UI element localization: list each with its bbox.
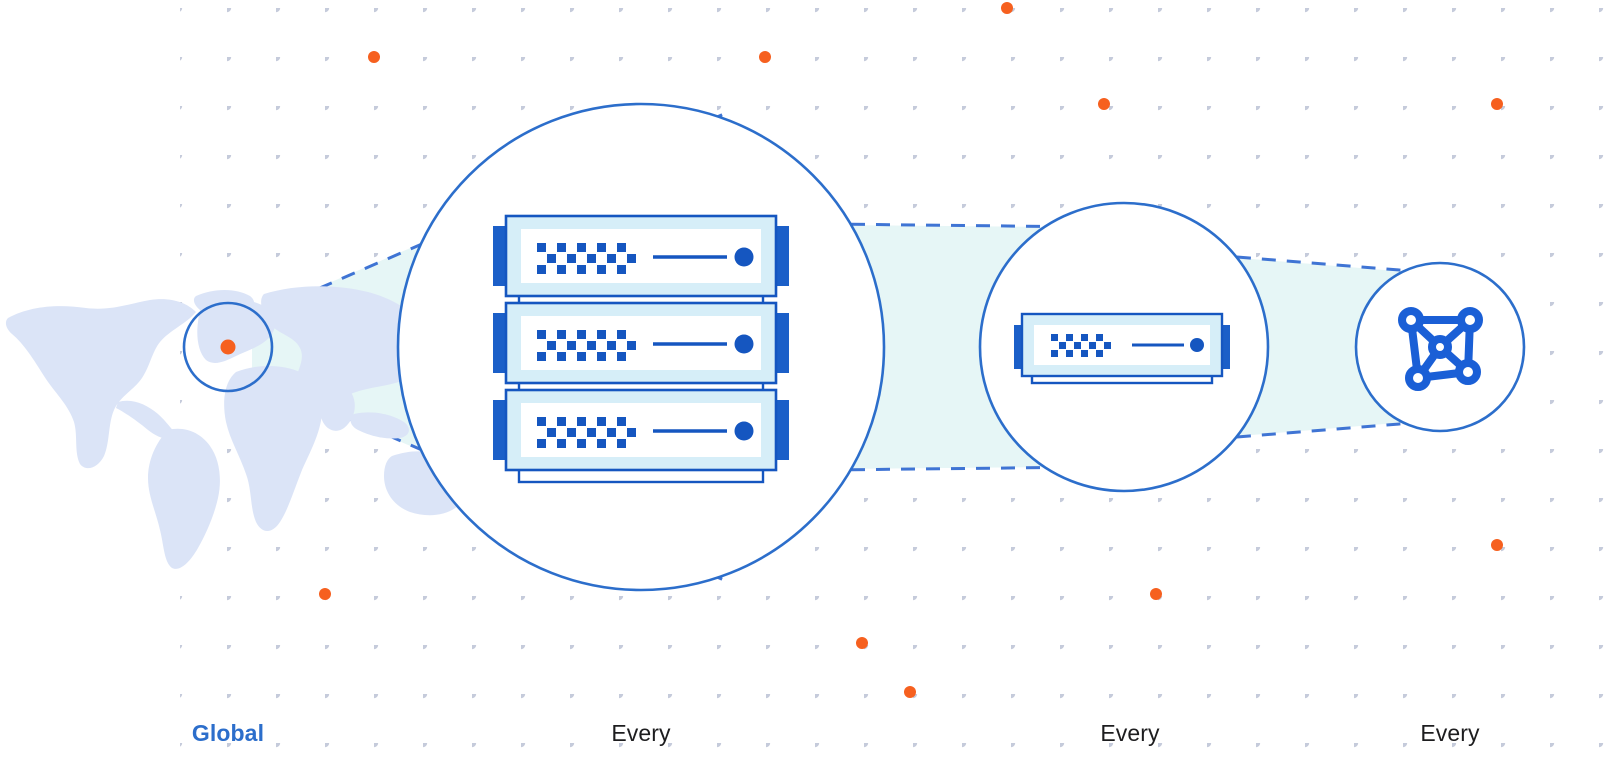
label-line-1: Every (611, 720, 671, 746)
rack-unit (493, 301, 789, 385)
stage-label-service: Every service (1340, 668, 1560, 782)
funnel-edge-bottom-3 (1211, 421, 1413, 441)
funnel-server-to-service (1216, 256, 1408, 438)
global-network-marker-icon (220, 339, 236, 355)
accent-dots (319, 2, 1503, 698)
funnel-edge-top-3 (1211, 253, 1413, 273)
rack-unit (493, 214, 789, 298)
label-line-1: Global (191, 720, 265, 746)
global-network-circle (182, 301, 274, 393)
stage-label-data-center: Every data center (521, 668, 761, 782)
stage-label-global-network: Global network (128, 668, 328, 782)
stage-label-server: Every server (1020, 668, 1240, 782)
server-rack-icon (493, 214, 789, 484)
rack-unit (493, 388, 789, 472)
network-mesh-nodes (1398, 307, 1483, 391)
label-line-1: Every (1100, 720, 1160, 746)
label-line-1: Every (1420, 720, 1480, 746)
server-unit-icon (1014, 312, 1230, 385)
